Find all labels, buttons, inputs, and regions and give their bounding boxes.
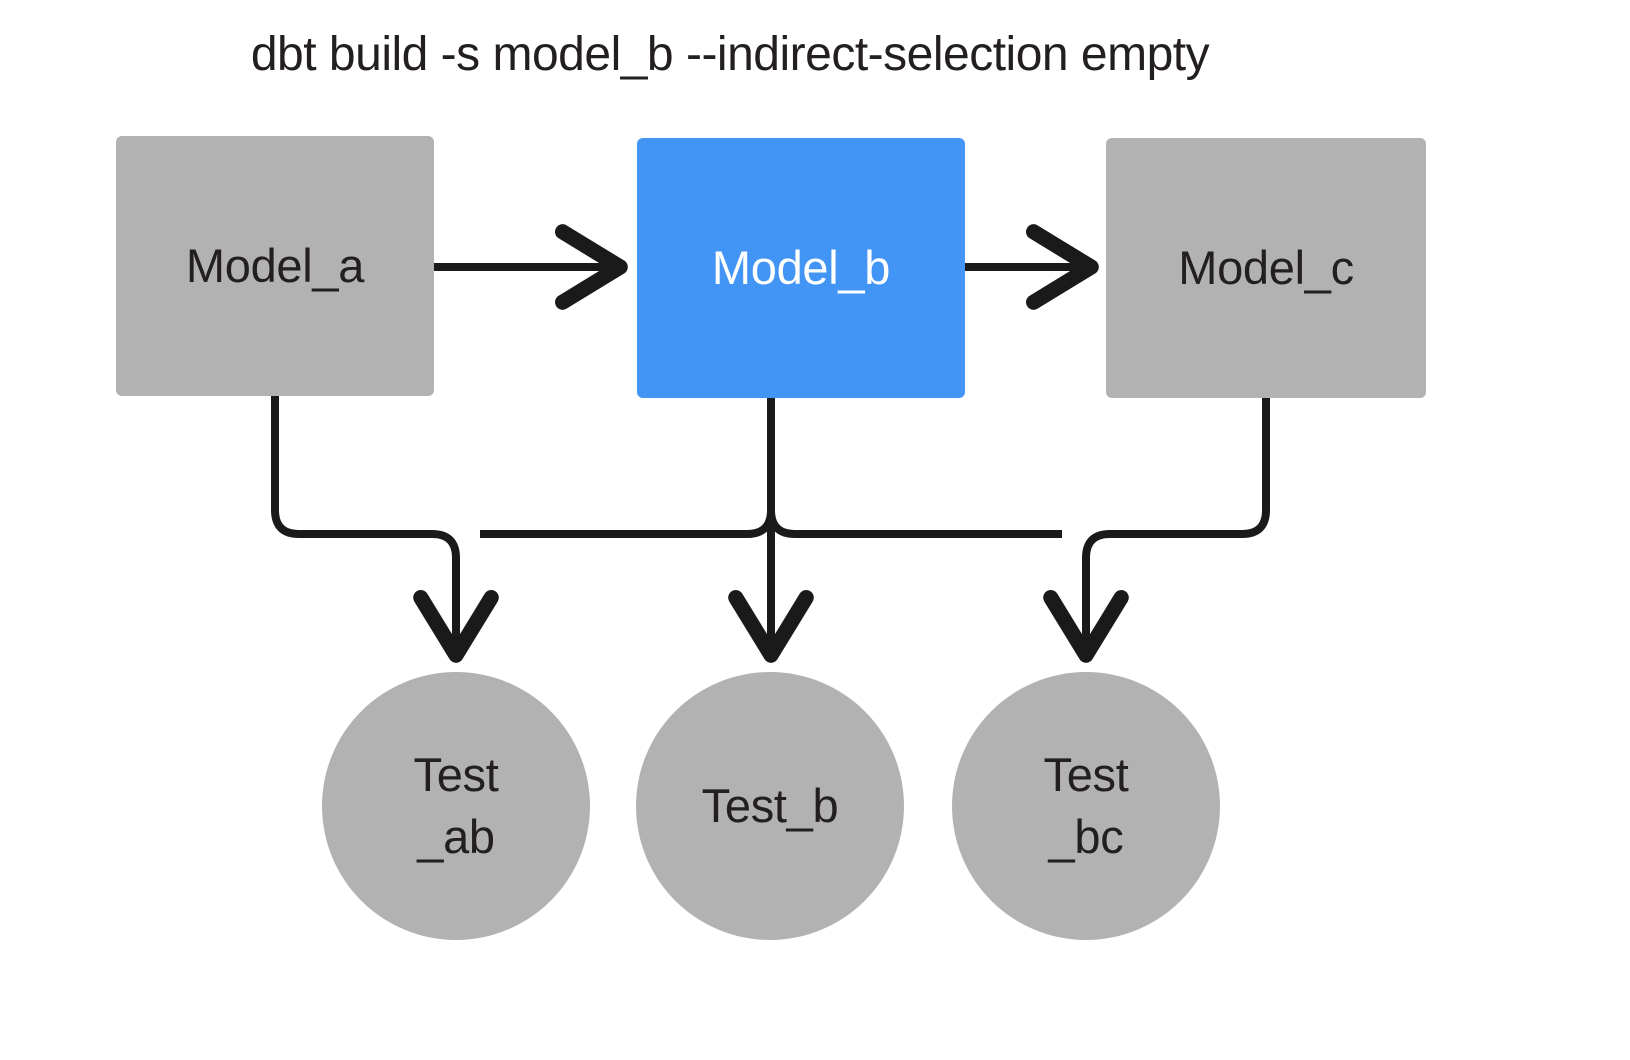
node-test-bc-label: Test _bc [1043,748,1129,863]
diagram-title: dbt build -s model_b --indirect-selectio… [250,28,1210,81]
edge-model-b-to-test-ab [480,398,775,538]
node-model-b[interactable]: Model_b [637,138,965,398]
node-test-ab[interactable]: Test _ab [322,672,590,940]
node-test-bc[interactable]: Test _bc [952,672,1220,940]
node-model-c[interactable]: Model_c [1106,138,1426,398]
edge-model-a-to-test-ab [271,396,499,663]
node-model-c-label: Model_c [1178,241,1354,294]
node-test-b-label: Test_b [701,779,839,832]
node-model-a[interactable]: Model_a [116,136,434,396]
node-test-b[interactable]: Test_b [636,672,904,940]
edge-model-c-to-test-bc [1043,398,1270,663]
node-test-ab-label: Test _ab [413,748,499,863]
node-model-a-label: Model_a [185,239,365,292]
edge-model-b-to-test-bc [767,398,1062,538]
node-model-b-label: Model_b [711,241,891,294]
